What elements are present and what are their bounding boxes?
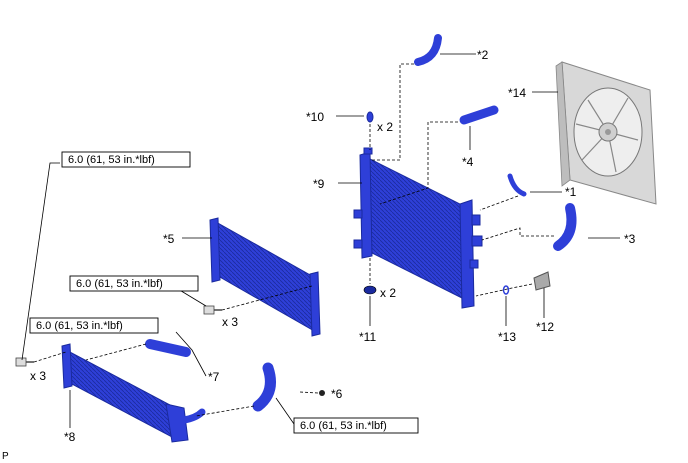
bolt-condenser [203,305,222,315]
hose-1 [507,173,527,197]
hose-3 [553,203,577,251]
callout-14: *14 [508,86,526,100]
torque-box-2: 6.0 (61, 53 in.*lbf) [69,275,199,292]
callout-6: *6 [331,387,343,401]
hose-7 [145,339,191,357]
torque-spec-4: 6.0 (61, 53 in.*lbf) [300,420,387,432]
hose-2 [414,34,442,66]
qty-5-bolt: x 3 [222,315,238,329]
radiator-part [353,147,483,309]
qty-11: x 2 [380,286,396,300]
torque-box-3: 6.0 (61, 53 in.*lbf) [29,317,159,334]
qty-10: x 2 [377,120,393,134]
clip-6 [319,390,325,396]
callout-8: *8 [64,430,76,444]
condenser-part [209,217,321,337]
torque-box-1: 6.0 (61, 53 in.*lbf) [61,151,191,168]
callout-3: *3 [624,232,636,246]
intercooler-part [61,343,206,443]
drain-cock-12 [533,271,551,291]
callout-13: *13 [498,330,516,344]
o-ring-13 [502,285,510,295]
assembly-lines [33,63,554,417]
torque-box-4: 6.0 (61, 53 in.*lbf) [293,417,419,434]
fan-shroud-part [555,61,657,205]
callout-2: *2 [477,48,489,62]
hose-6-intercooler [252,362,276,412]
callout-7: *7 [208,370,220,384]
torque-spec-3: 6.0 (61, 53 in.*lbf) [36,320,123,332]
hose-4 [459,105,499,125]
bolt-intercooler [15,357,34,367]
leader-lines [21,53,620,428]
cap-10 [366,111,374,123]
corner-mark: P [2,451,9,462]
callout-11: *11 [359,330,376,344]
callout-5: *5 [163,232,175,246]
torque-spec-1: 6.0 (61, 53 in.*lbf) [68,154,155,166]
torque-spec-2: 6.0 (61, 53 in.*lbf) [76,278,163,290]
callout-4: *4 [462,155,474,169]
callout-9: *9 [313,177,325,191]
qty-8-bolt: x 3 [30,369,46,383]
callout-12: *12 [536,320,554,334]
cushion-11 [363,285,377,295]
callout-1: *1 [565,185,577,199]
callout-10: *10 [306,110,324,124]
